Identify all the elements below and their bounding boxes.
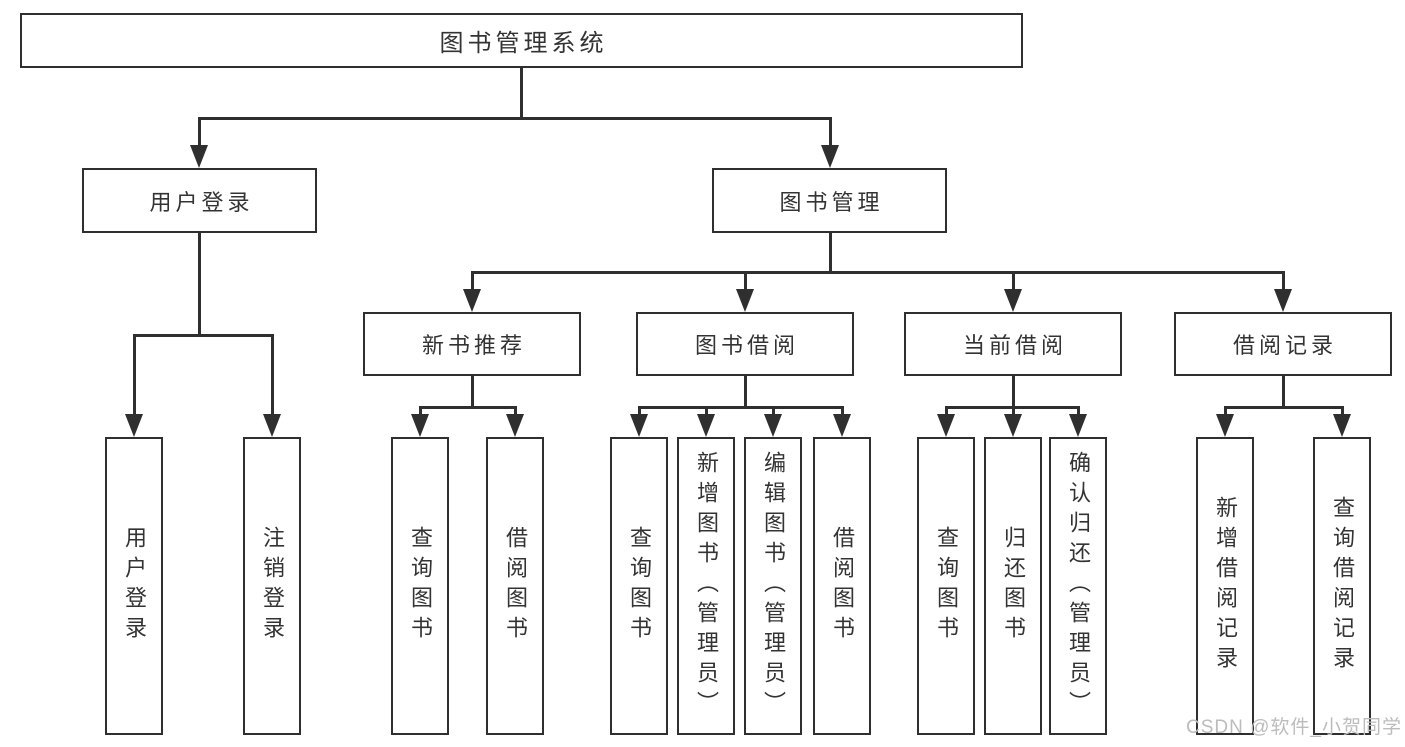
node-borrow-records: 借阅记录 <box>1174 312 1392 376</box>
arrow-down-icon <box>1004 414 1022 437</box>
connector-line <box>471 376 474 409</box>
connector-line <box>1341 406 1344 417</box>
leaf-label: 归还图书 <box>1001 526 1026 646</box>
leaf-return-books: 归还图书 <box>984 437 1042 735</box>
node-root-label: 图书管理系统 <box>439 30 608 57</box>
leaf-label: 注销登录 <box>260 526 285 646</box>
leaf-confirm-return-admin: 确认归还（管理员） <box>1049 437 1107 735</box>
arrow-down-icon <box>736 289 754 312</box>
node-book-borrow: 图书借阅 <box>636 312 854 376</box>
node-new-book-recommend: 新书推荐 <box>363 312 581 376</box>
node-book-borrow-label: 图书借阅 <box>694 333 799 358</box>
connector-line <box>198 117 831 120</box>
node-root: 图书管理系统 <box>20 13 1023 68</box>
leaf-label: 借阅图书 <box>503 526 528 646</box>
connector-line <box>419 406 517 409</box>
arrow-down-icon <box>1216 414 1234 437</box>
arrow-down-icon <box>833 414 851 437</box>
node-user-login: 用户登录 <box>82 168 317 233</box>
leaf-query-books-borrow: 查询图书 <box>610 437 668 735</box>
leaf-label: 编辑图书（管理员） <box>761 451 786 721</box>
connector-line <box>271 334 274 417</box>
leaf-label: 新增图书（管理员） <box>694 451 719 721</box>
leaf-add-books-admin: 新增图书（管理员） <box>677 437 735 735</box>
node-borrow-records-label: 借阅记录 <box>1232 333 1337 358</box>
connector-line <box>514 406 517 417</box>
arrow-down-icon <box>937 414 955 437</box>
node-user-login-label: 用户登录 <box>149 189 254 215</box>
connector-line <box>744 376 747 409</box>
leaf-query-borrow-record: 查询借阅记录 <box>1313 437 1371 735</box>
node-new-book-recommend-label: 新书推荐 <box>421 333 526 358</box>
connector-line <box>829 233 832 273</box>
arrow-down-icon <box>1274 289 1292 312</box>
connector-line <box>841 406 844 417</box>
node-current-borrow-label: 当前借阅 <box>962 333 1067 358</box>
connector-line <box>1012 271 1015 292</box>
node-book-management: 图书管理 <box>712 168 947 233</box>
connector-line <box>744 271 747 292</box>
arrow-down-icon <box>411 414 429 437</box>
arrow-down-icon <box>764 414 782 437</box>
connector-line <box>419 406 422 417</box>
node-book-management-label: 图书管理 <box>779 189 884 215</box>
leaf-user-login: 用户登录 <box>105 437 163 735</box>
arrow-down-icon <box>506 414 524 437</box>
connector-line <box>1282 271 1285 292</box>
leaf-label: 查询借阅记录 <box>1330 496 1355 676</box>
arrow-down-icon <box>630 414 648 437</box>
connector-line <box>198 233 201 336</box>
leaf-add-borrow-record: 新增借阅记录 <box>1196 437 1254 735</box>
leaf-edit-books-admin: 编辑图书（管理员） <box>744 437 802 735</box>
leaf-label: 查询图书 <box>408 526 433 646</box>
arrow-down-icon <box>190 145 208 168</box>
watermark: CSDN @软件_小贺同学 <box>1186 717 1402 738</box>
connector-line <box>1012 376 1015 409</box>
arrow-down-icon <box>821 145 839 168</box>
connector-line <box>1282 376 1285 409</box>
arrow-down-icon <box>697 414 715 437</box>
connector-line <box>471 271 474 292</box>
leaf-query-books-current: 查询图书 <box>917 437 975 735</box>
arrow-down-icon <box>1004 289 1022 312</box>
connector-line <box>1224 406 1227 417</box>
leaf-label: 查询图书 <box>934 526 959 646</box>
connector-line <box>829 117 832 149</box>
node-current-borrow: 当前借阅 <box>904 312 1122 376</box>
connector-line <box>198 117 201 149</box>
connector-line <box>1012 406 1015 417</box>
leaf-label: 用户登录 <box>122 526 147 646</box>
connector-line <box>1077 406 1080 417</box>
leaf-label: 确认归还（管理员） <box>1066 451 1091 721</box>
leaf-label: 新增借阅记录 <box>1213 496 1238 676</box>
leaf-borrow-books-recommend: 借阅图书 <box>486 437 544 735</box>
connector-line <box>133 334 136 417</box>
arrow-down-icon <box>1069 414 1087 437</box>
connector-line <box>133 334 274 337</box>
leaf-logout: 注销登录 <box>243 437 301 735</box>
connector-line <box>945 406 948 417</box>
leaf-label: 查询图书 <box>627 526 652 646</box>
arrow-down-icon <box>125 414 143 437</box>
connector-line <box>772 406 775 417</box>
connector-line <box>471 271 1285 274</box>
connector-line <box>638 406 844 409</box>
leaf-query-books-recommend: 查询图书 <box>391 437 449 735</box>
arrow-down-icon <box>463 289 481 312</box>
connector-line <box>520 68 523 119</box>
leaf-borrow-books: 借阅图书 <box>813 437 871 735</box>
connector-line <box>638 406 641 417</box>
connector-line <box>1224 406 1344 409</box>
leaf-label: 借阅图书 <box>830 526 855 646</box>
arrow-down-icon <box>1333 414 1351 437</box>
arrow-down-icon <box>263 414 281 437</box>
connector-line <box>705 406 708 417</box>
